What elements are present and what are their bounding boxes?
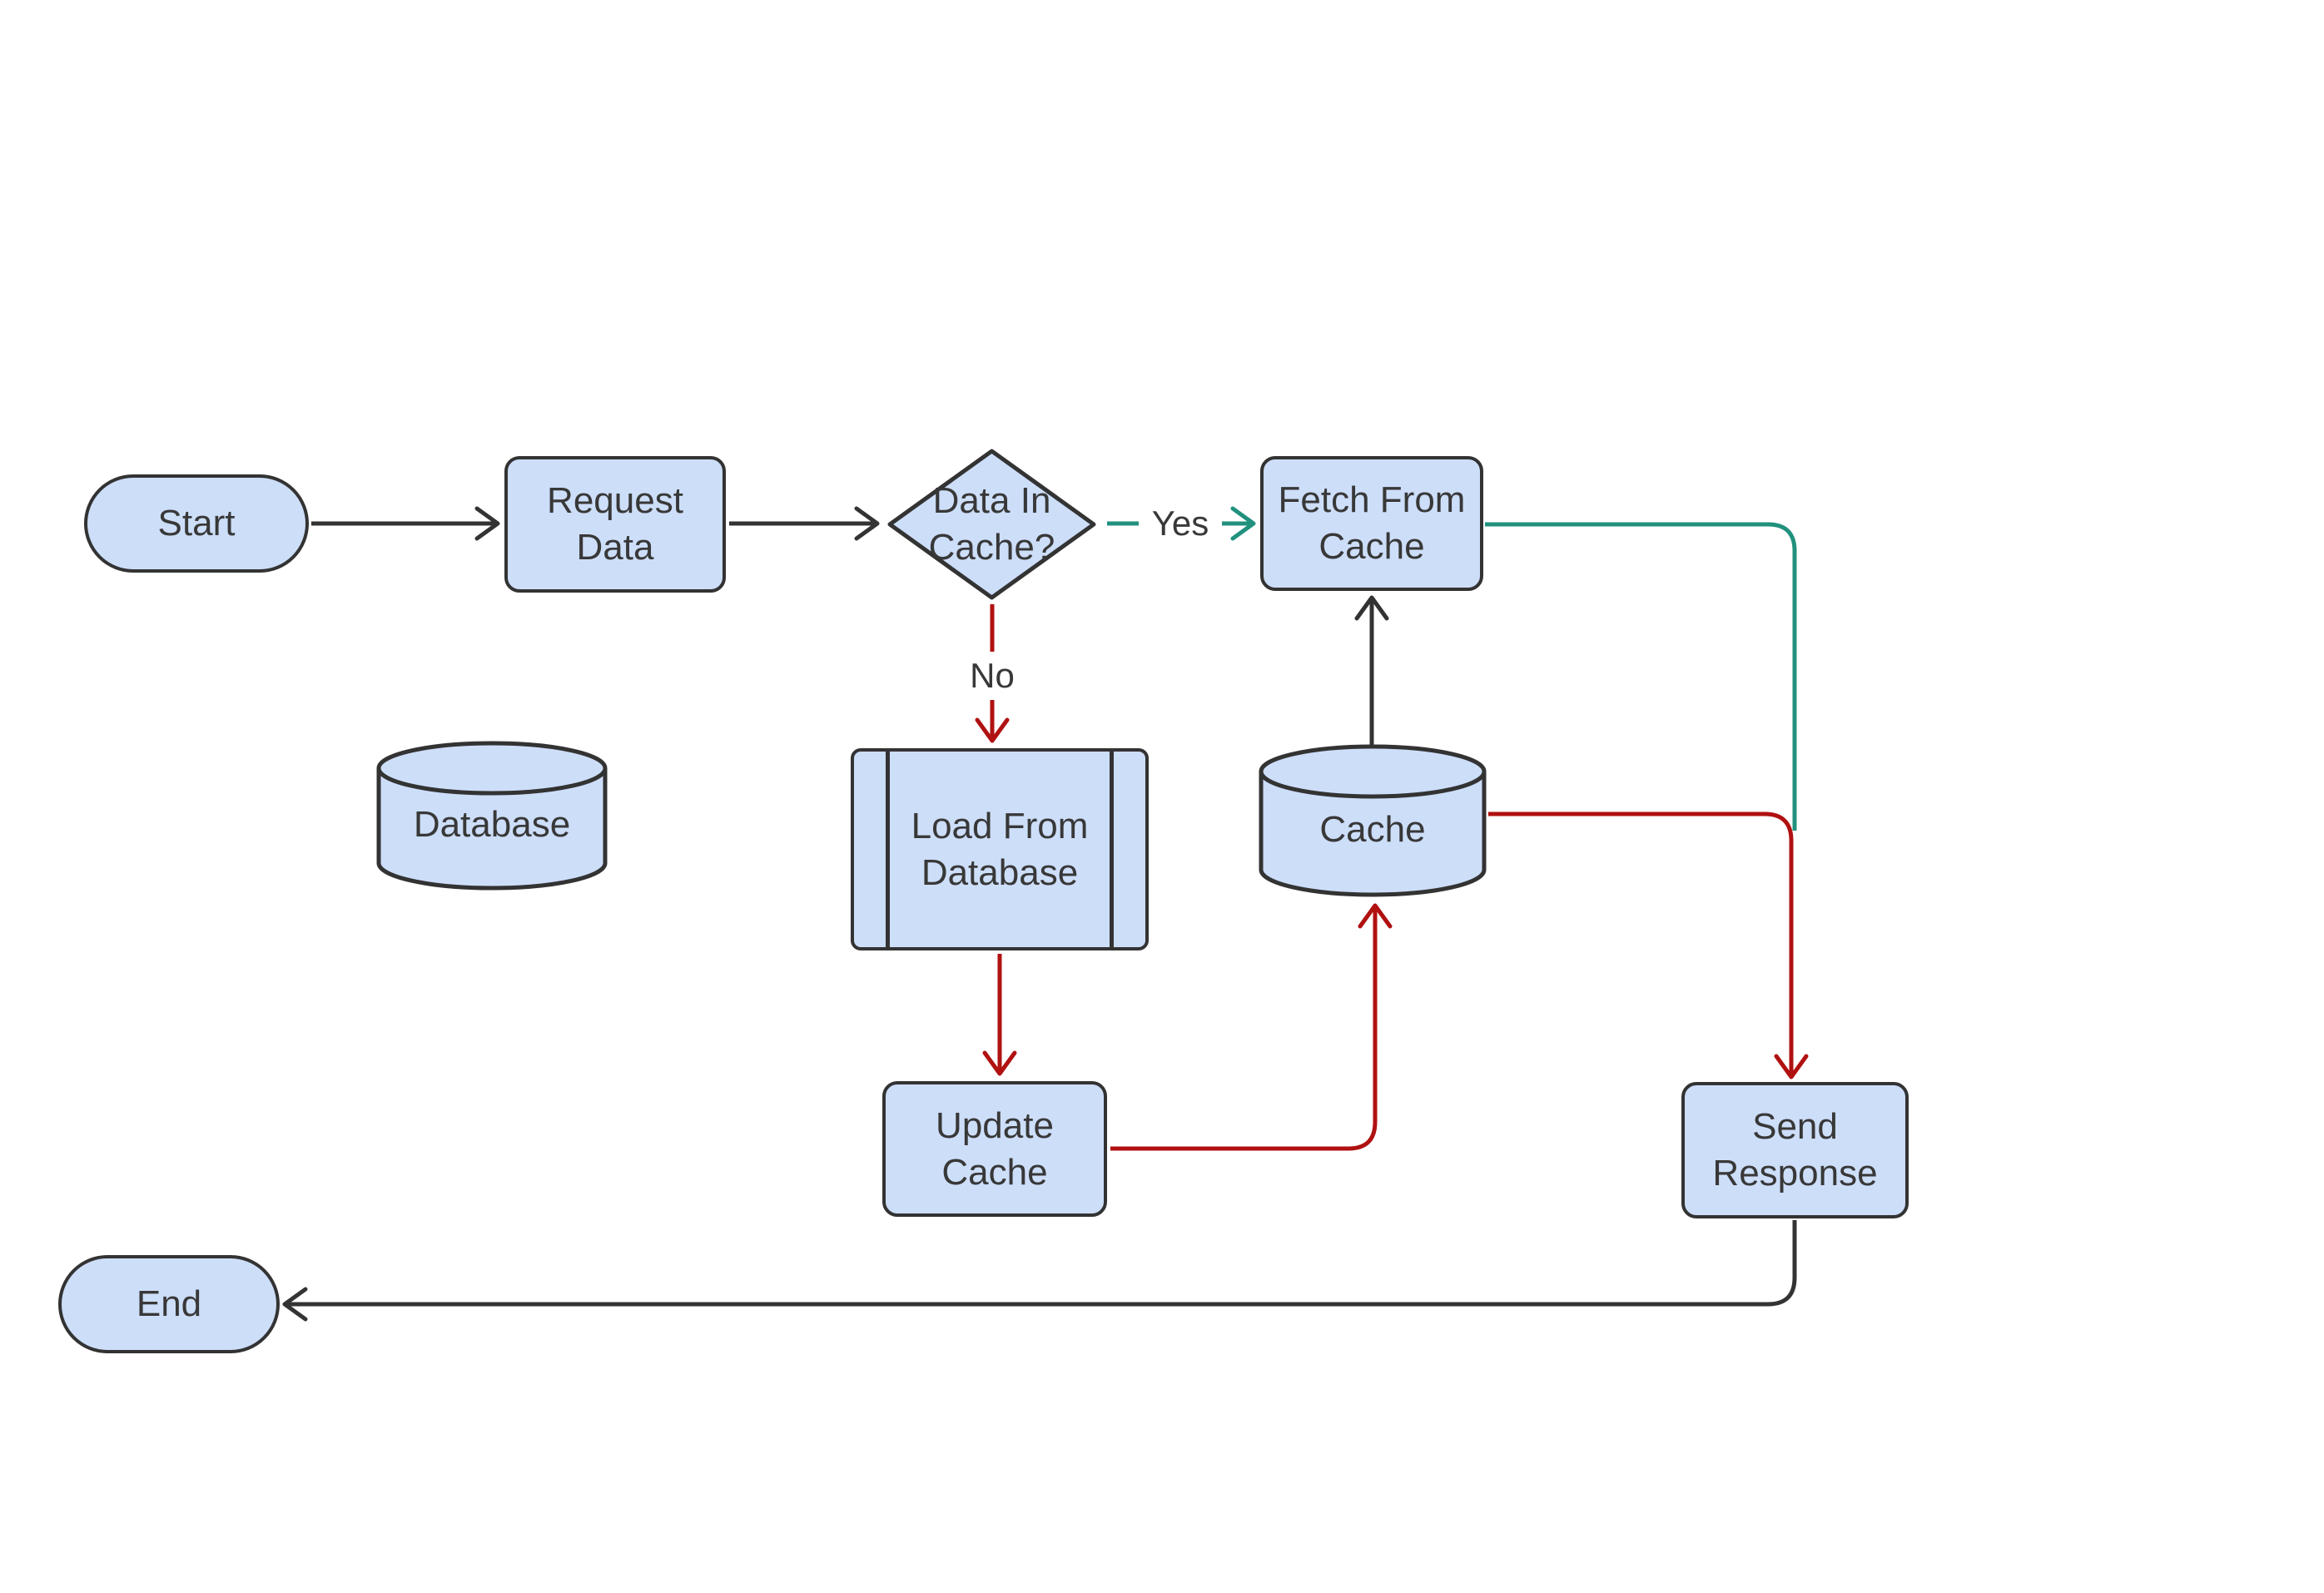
node-decision-label: Data In Cache?: [928, 480, 1055, 568]
node-update-cache-label: Update Cache: [936, 1104, 1054, 1193]
node-cache-label: Cache: [1319, 809, 1426, 851]
subroutine-right-bar: [1110, 752, 1114, 947]
node-update-cache: Update Cache: [882, 1081, 1107, 1217]
node-load-from-database-label: Load From Database: [911, 805, 1089, 893]
node-load-from-database: Load From Database: [851, 748, 1149, 950]
edge-fetch-from-cache-to-send-response: [1485, 522, 1797, 831]
cylinder-shape: [1259, 744, 1487, 897]
node-fetch-from-cache-label: Fetch From Cache: [1278, 479, 1466, 567]
node-start: Start: [84, 474, 309, 573]
edge-label-yes: Yes: [1139, 499, 1222, 548]
edge-update-cache-to-cache: [1110, 903, 1393, 1151]
node-send-response-label: Send Response: [1712, 1106, 1878, 1194]
node-start-label: Start: [157, 503, 236, 544]
subroutine-left-bar: [886, 752, 890, 947]
node-request-data: Request Data: [504, 456, 726, 593]
node-data-in-cache-decision: Data In Cache?: [886, 448, 1097, 601]
node-database: Database: [376, 741, 608, 891]
node-end: End: [58, 1255, 280, 1353]
node-database-label: Database: [413, 804, 571, 846]
edge-label-no: No: [955, 652, 1030, 700]
cylinder-shape: [376, 741, 608, 891]
node-end-label: End: [136, 1283, 202, 1325]
node-send-response: Send Response: [1681, 1082, 1909, 1218]
node-request-data-label: Request Data: [547, 480, 683, 568]
edge-cache-to-send-response: [1488, 811, 1809, 1079]
node-fetch-from-cache: Fetch From Cache: [1260, 456, 1483, 591]
edge-send-response-to-end: [282, 1220, 1797, 1322]
node-cache: Cache: [1259, 744, 1487, 897]
diamond-shape: [887, 449, 1096, 600]
